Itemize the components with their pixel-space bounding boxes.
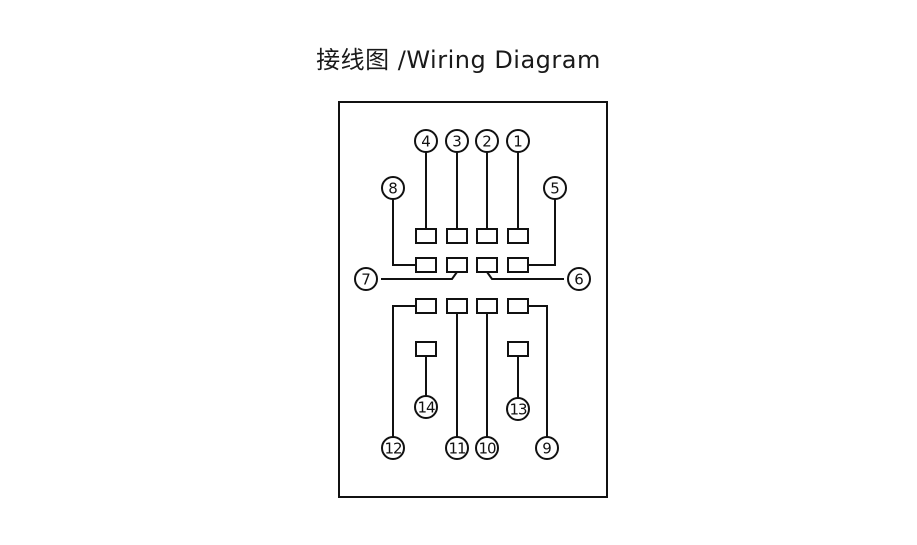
pin-14: 14: [414, 395, 438, 419]
pin-number: 8: [388, 180, 398, 198]
pad-row1-c: [476, 228, 498, 244]
pin-11: 11: [445, 436, 469, 460]
wire-pin-7: [381, 271, 458, 280]
wire-pin-12: [392, 305, 416, 437]
pin-number: 6: [574, 271, 584, 289]
pin-number: 9: [542, 440, 552, 458]
pin-6: 6: [567, 267, 591, 291]
pad-row1-a: [415, 228, 437, 244]
pin-number: 2: [482, 133, 492, 151]
diagram-title: 接线图 /Wiring Diagram: [316, 46, 601, 74]
pin-number: 14: [417, 399, 435, 417]
pin-circle: [506, 129, 530, 153]
wire-pin-8: [392, 199, 416, 266]
pad-row2-c: [476, 257, 498, 273]
contact-pads: [415, 228, 529, 357]
pin-7: 7: [354, 267, 378, 291]
pin-3: 3: [445, 129, 469, 153]
pad-row1-d: [507, 228, 529, 244]
pad-coil-right: [507, 341, 529, 357]
pin-circle: [543, 176, 567, 200]
pin-number: 5: [550, 180, 560, 198]
pin-circle: [414, 395, 438, 419]
pin-circle: [475, 129, 499, 153]
wire-pin-6: [486, 271, 564, 280]
pin-circle: [354, 267, 378, 291]
wire-pin-5: [528, 199, 556, 266]
pin-8: 8: [381, 176, 405, 200]
pin-4: 4: [414, 129, 438, 153]
pad-row2-b: [446, 257, 468, 273]
pin-5: 5: [543, 176, 567, 200]
pin-circle: [567, 267, 591, 291]
pad-row3-b: [446, 298, 468, 314]
pin-number: 10: [478, 440, 496, 458]
pin-number: 12: [384, 440, 402, 458]
pin-12: 12: [381, 436, 405, 460]
pad-coil-left: [415, 341, 437, 357]
pin-10: 10: [475, 436, 499, 460]
pin-circle: [475, 436, 499, 460]
pad-row2-a: [415, 257, 437, 273]
pad-row1-b: [446, 228, 468, 244]
pin-1: 1: [506, 129, 530, 153]
pin-9: 9: [535, 436, 559, 460]
wires: [381, 150, 564, 437]
pin-13: 13: [506, 397, 530, 421]
pad-row2-d: [507, 257, 529, 273]
pin-circle: [381, 436, 405, 460]
pin-circle: [445, 436, 469, 460]
pad-row3-d: [507, 298, 529, 314]
pin-number: 1: [513, 133, 523, 151]
pin-number: 11: [448, 440, 466, 458]
pin-number: 3: [452, 133, 462, 151]
pin-2: 2: [475, 129, 499, 153]
pad-row3-c: [476, 298, 498, 314]
pin-number: 7: [361, 271, 371, 289]
pin-number: 13: [509, 401, 527, 419]
pin-circle: [381, 176, 405, 200]
pin-circle: [414, 129, 438, 153]
pin-circle: [445, 129, 469, 153]
relay-outline: [338, 101, 608, 498]
pin-circle: [535, 436, 559, 460]
pin-number: 4: [421, 133, 431, 151]
wire-pin-9: [528, 305, 548, 437]
pin-circle: [506, 397, 530, 421]
pad-row3-a: [415, 298, 437, 314]
